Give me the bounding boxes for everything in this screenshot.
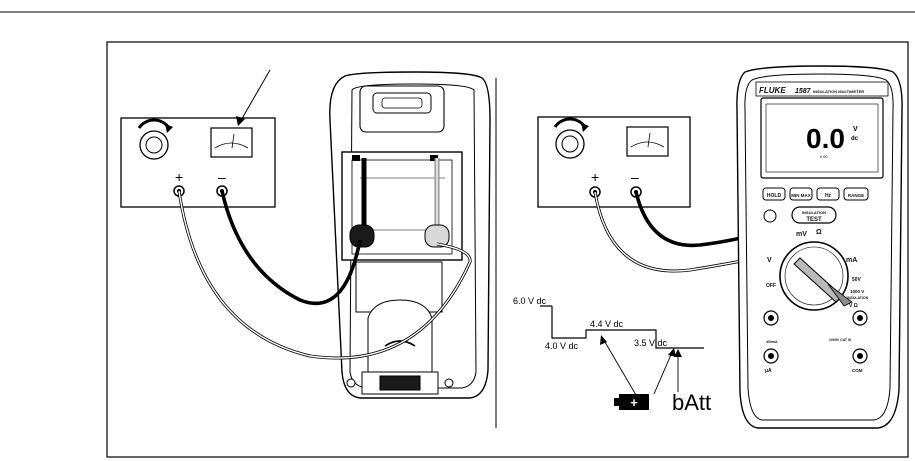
svg-text:TEST: TEST [806,217,822,223]
left-power-supply: + – [120,117,276,208]
jack-label-v-ohm: V Ω [849,303,858,309]
dial-label-off: OFF [766,283,776,289]
brand-logo: FLUKE [759,86,786,95]
dial-label-v: V [767,257,772,264]
meter-back-view [329,71,491,399]
figure-frame [106,41,909,458]
lcd-display [760,97,884,179]
dial-label-ohm: Ω [816,229,822,236]
lcd-unit-dc: dc [851,136,859,142]
left-test-leads [177,190,472,360]
svg-text:+: + [630,395,638,410]
function-buttons: HOLD MIN MAX Hz RANGE [762,187,869,201]
jack-label-com: COM [852,368,863,373]
voltage-label-6-0: 6.0 V dc [513,296,547,306]
supply-meter [626,126,669,157]
hold-button[interactable] [762,187,786,201]
svg-text:INSULATION: INSULATION [802,210,826,215]
dial-label-mv: mV [796,231,807,238]
lcd-sub: k 00 [820,154,828,159]
insulation-test-button[interactable] [791,206,837,224]
battery-low-icon: + [614,394,649,410]
jack-label-ua: μA [765,368,772,374]
voltage-label-4-4: 4.4 V dc [590,319,624,329]
svg-text:RANGE: RANGE [848,193,864,198]
supply-minus-label: – [218,169,226,185]
lcd-unit-v: V [853,126,858,133]
supply-meter [210,127,253,158]
jack-label-400ma: 400mA [766,340,778,344]
minmax-button[interactable] [789,187,813,201]
lcd-value: 0.0 [806,123,845,154]
voltage-label-4-0: 4.0 V dc [545,341,579,351]
model-subtitle: INSULATION MULTIMETER [813,89,864,94]
svg-text:HOLD: HOLD [767,193,782,199]
jack-label-cat: 1000V CAT III [829,338,851,342]
backlight-button[interactable] [763,209,777,223]
range-button[interactable] [843,187,869,201]
dial-label-insulation: INSULATION [847,296,869,300]
supply-minus-label: – [631,169,639,185]
dial-label-ma: mA [846,257,857,264]
batt-display-text: bAtt [672,390,711,415]
rotary-pointer [827,283,853,307]
model-number: 1587 [795,88,812,95]
gray-probe-clip [424,224,450,248]
svg-text:Hz: Hz [825,193,832,199]
right-power-supply: + – [537,116,691,208]
dial-label-50v: 50V [852,277,862,283]
fluke-meter-front: FLUKE 1587 INSULATION MULTIMETER 0.0 V d… [736,65,903,429]
supply-plus-label: + [175,169,183,185]
supply-plus-label: + [591,169,599,185]
voltage-label-3-5: 3.5 V dc [634,338,668,348]
hz-button[interactable] [816,187,840,201]
meter-pointer-arrow [236,69,271,126]
dial-label-1000v: 1000 V [850,289,864,294]
black-probe-clip [349,224,375,248]
voltage-step-graph: 6.0 V dc 4.4 V dc 4.0 V dc 3.5 V dc [513,296,704,396]
svg-text:MIN MAX: MIN MAX [791,193,811,198]
input-jacks: V Ω COM μA 1000V CAT III 400mA [763,303,868,374]
